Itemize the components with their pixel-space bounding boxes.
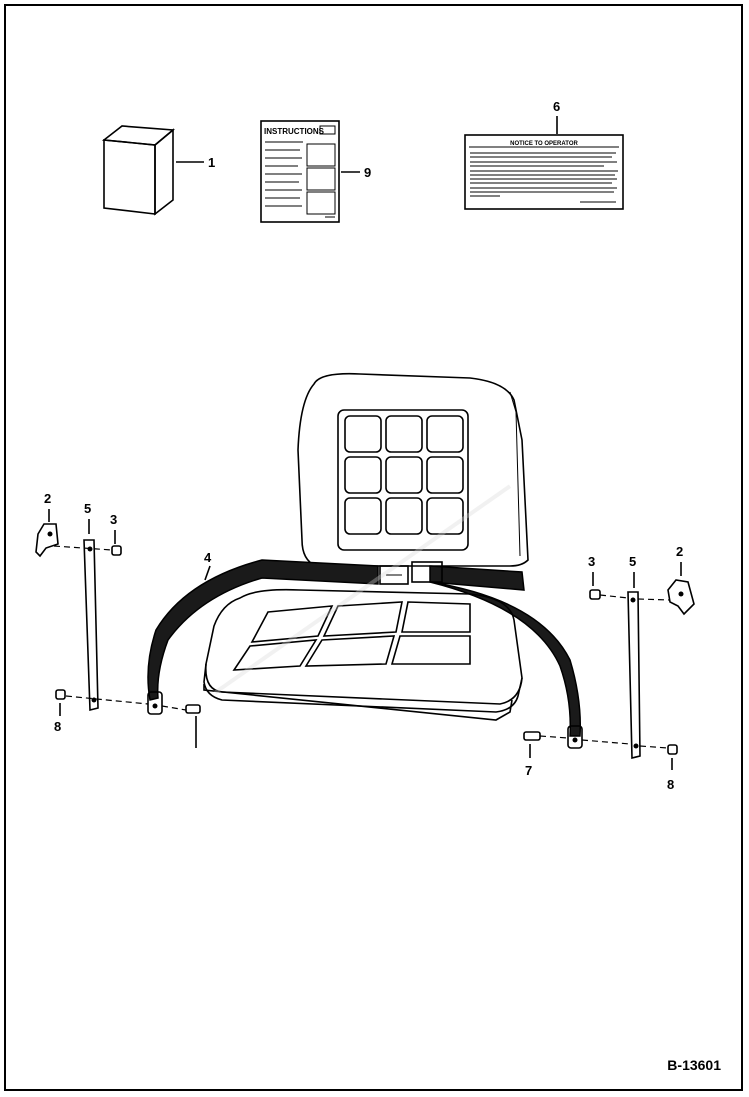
left-strap-illustration — [83, 539, 99, 712]
callout-bracket-left: 2 — [44, 491, 51, 506]
notice-decal-illustration — [464, 116, 624, 210]
left-nut-illustration — [111, 545, 122, 556]
right-bottom-nut-illustration — [667, 744, 678, 755]
kit-box-illustration — [101, 125, 204, 216]
callout-bolt-right: 7 — [525, 763, 532, 778]
decal-title: NOTICE TO OPERATOR — [510, 141, 578, 147]
left-bracket-illustration — [35, 523, 59, 558]
callout-strap-left: 5 — [84, 501, 91, 516]
instructions-sheet-illustration — [260, 120, 360, 223]
callout-belt: 4 — [204, 550, 212, 565]
callout-bracket-right: 2 — [676, 544, 683, 559]
right-bracket-illustration — [667, 579, 695, 616]
seat-belt-illustration — [147, 559, 583, 749]
left-bolt-illustration — [185, 704, 201, 748]
callout-kit: 1 — [208, 155, 215, 170]
callout-instructions: 9 — [364, 165, 371, 180]
instructions-label: INSTRUCTIONS — [264, 127, 325, 136]
seat-cushion-illustration — [203, 588, 523, 721]
right-nut-illustration — [589, 589, 601, 600]
right-strap-illustration — [627, 591, 641, 760]
watermark-graphic — [213, 484, 512, 695]
callout-decal: 6 — [553, 99, 560, 114]
callout-strap-right: 5 — [629, 554, 636, 569]
figure-number: B-13601 — [667, 1057, 721, 1073]
seat-back-illustration — [297, 372, 529, 567]
right-bolt-illustration — [523, 731, 541, 741]
callout-nut-bottom-left: 8 — [54, 719, 61, 734]
callout-nut-right: 3 — [588, 554, 595, 569]
left-bottom-nut-illustration — [55, 689, 66, 700]
callout-nut-bottom-right: 8 — [667, 777, 674, 792]
diagram-frame — [4, 4, 743, 1091]
callout-nut-left: 3 — [110, 512, 117, 527]
